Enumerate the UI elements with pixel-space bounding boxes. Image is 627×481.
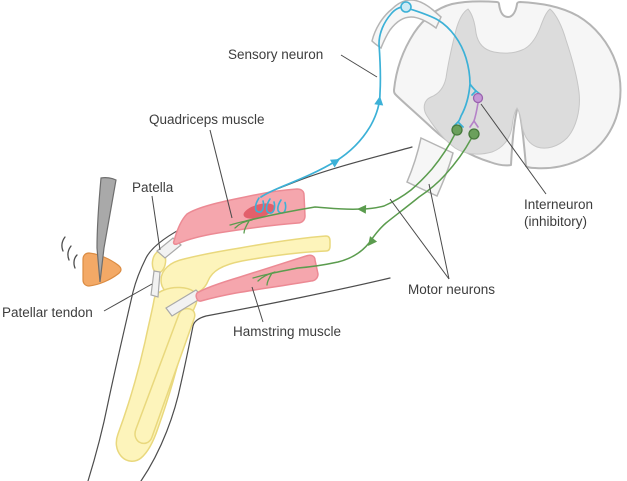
motor-neuron-fiber-hamstring [268,138,472,275]
motion-lines [61,236,78,269]
motor-arrow-hamstring [368,236,378,246]
label-patellar-tendon: Patellar tendon [2,305,93,320]
motor-neuron-fiber-quadriceps [245,133,456,222]
label-hamstring-muscle: Hamstring muscle [233,324,341,339]
bones [115,235,331,462]
spinal-cord [371,0,622,198]
motor-neurons [229,124,480,286]
reflex-hammer-handle [96,177,117,283]
leader-motor-2 [428,183,450,280]
leader-lines [103,54,547,323]
sensory-arrow-2 [374,96,384,106]
leg-outline-front [87,146,413,481]
motor-soma-1 [451,124,463,136]
leg-outline-back [140,277,391,481]
motor-soma-2 [468,128,480,140]
label-quadriceps-muscle: Quadriceps muscle [149,112,265,127]
leader-quadriceps [209,129,233,219]
leader-sensory-neuron [340,54,378,78]
leg-outline [87,146,413,481]
spinal-cord-gray-matter [423,8,580,155]
leader-hamstring [251,286,264,323]
leader-patella [151,195,161,251]
dorsal-root [371,0,442,50]
leader-motor-1 [389,198,450,280]
leader-interneuron [480,103,547,195]
muscles [172,188,319,302]
label-sensory-neuron: Sensory neuron [228,47,323,62]
label-motor-neurons: Motor neurons [408,282,495,297]
sensory-neuron-fiber [260,6,404,198]
label-patella: Patella [132,180,174,195]
leader-patellar-tendon [103,283,153,312]
patellar-tendon-shape [150,270,161,298]
sensory-neuron [254,1,481,214]
hamstring-muscle-shape [195,254,319,302]
label-interneuron-line1: Interneuron [524,197,593,212]
interneuron-fiber [473,102,479,122]
motor-ending-quadriceps [229,219,253,234]
interneuron-synapse-fork [469,120,479,128]
ventral-root [406,136,454,198]
dorsal-root-ganglion-soma [400,1,412,13]
labels: Sensory neuron Quadriceps muscle Patella… [2,47,593,339]
interneuron [469,92,484,128]
motor-ending-hamstring [252,271,276,286]
quadriceps-muscle-shape [172,188,306,245]
motor-arrow-quadriceps [357,204,367,214]
label-interneuron-line2: (inhibitory) [524,214,587,229]
sensory-arrow-1 [329,159,340,168]
reflex-hammer [61,177,122,287]
interneuron-soma [472,92,484,104]
